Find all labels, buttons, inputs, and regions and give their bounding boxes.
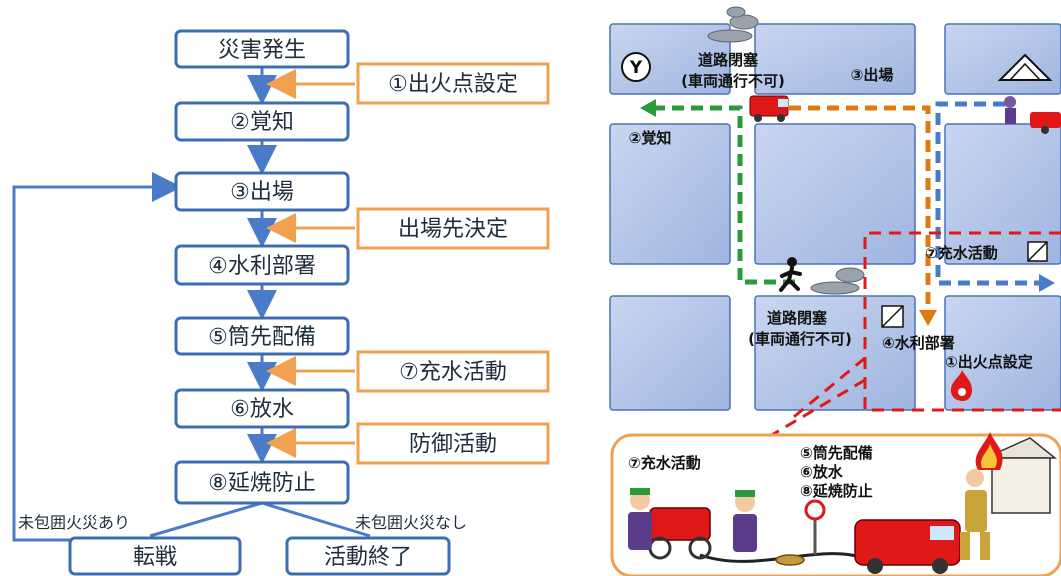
branch-label-right: 未包囲火災なし (355, 513, 467, 532)
side-box (356, 422, 550, 465)
step-box (174, 388, 350, 429)
side-label-water-fill: ⑦充水活動 (399, 360, 507, 385)
hydrant-symbol-text: Y (629, 58, 643, 78)
panel-line-prevent-spread: ⑧延焼防止 (800, 482, 873, 500)
flowchart: 災害発生 ②覚知 ③出場 ④水利部署 ⑤筒先配備 ⑥放水 ⑧延焼防止 転戦 活動… (12, 29, 550, 576)
flame-icon (950, 370, 972, 401)
firefighter-icon (1004, 96, 1061, 134)
step-3-label: ③出場 (230, 180, 294, 205)
map-label-fire-origin: ①出火点設定 (945, 353, 1033, 371)
side-box (356, 207, 550, 250)
side-label-origin: ①出火点設定 (388, 72, 518, 97)
route-green (650, 105, 795, 285)
map-label-water-source: ④水利部署 (882, 334, 955, 352)
loop-back-arrow (12, 172, 182, 542)
city-block (754, 123, 916, 265)
road-closed-mid-line1: 道路閉塞 (767, 309, 828, 327)
detail-panel: ⑦充水活動 ⑤筒先配備 ⑥放水 ⑧延焼防止 (610, 432, 1061, 576)
route-orange-arrowhead (919, 310, 937, 326)
water-source-symbol-icon (881, 305, 904, 328)
branch-left-line (149, 501, 263, 538)
branch-label-left: 未包囲火災あり (18, 513, 130, 532)
panel-line-nozzle: ⑤筒先配備 (800, 444, 873, 462)
route-blue (935, 101, 1040, 286)
side-box (356, 62, 550, 105)
end-finish-label: 活動終了 (324, 545, 412, 570)
running-person-icon (779, 257, 802, 292)
route-blue-arrowhead (1039, 274, 1055, 292)
panel-label-water-fill: ⑦充水活動 (628, 454, 701, 472)
water-tank-symbol-icon (1027, 241, 1048, 262)
map: Y 道路閉塞 (車両通行不可) ③出場 ②覚知 道路閉塞 (車両通行不可) (609, 6, 1061, 438)
road-closed-mid-line2: (車両通行不可) (748, 330, 852, 348)
step-1-label: 災害発生 (218, 38, 306, 63)
end-box-finish (285, 536, 451, 576)
fire-station-icon (997, 53, 1053, 81)
city-block (944, 23, 1061, 95)
city-block (944, 123, 1061, 265)
road-closed-smoke-icon (810, 267, 865, 295)
zoom-line (769, 378, 866, 438)
step-2-label: ②覚知 (230, 110, 294, 135)
firefighter-icon (628, 488, 652, 550)
fire-zone-boundary (863, 231, 1061, 412)
side-label-defense: 防御活動 (409, 432, 497, 457)
map-label-dispatch: ③出場 (851, 66, 894, 84)
step-6-label: ⑥放水 (230, 397, 294, 422)
step-5-label: ⑤筒先配備 (208, 325, 316, 350)
road-closed-smoke-icon (707, 6, 759, 43)
burning-house-icon (975, 432, 1058, 514)
step-box (174, 101, 350, 142)
step-4-label: ④水利部署 (208, 254, 316, 279)
side-box (356, 350, 550, 393)
city-block (609, 123, 731, 265)
step-box (174, 316, 350, 356)
end-transfer-label: 転戦 (133, 545, 177, 570)
step-box (174, 171, 350, 212)
nozzle-firefighter-icon (960, 469, 990, 560)
zoom-line (789, 356, 866, 422)
map-label-water-fill: ⑦充水活動 (925, 244, 998, 262)
route-orange (770, 105, 931, 310)
step-box (174, 460, 350, 505)
branch-right-line (261, 501, 371, 538)
manhole-icon (775, 554, 805, 566)
step-box (174, 244, 350, 286)
step-box (174, 29, 350, 69)
panel-line-discharge: ⑥放水 (800, 463, 844, 481)
road-closed-top-line2: (車両通行不可) (681, 72, 785, 90)
route-green-arrowhead (640, 99, 656, 117)
end-box-transfer (68, 536, 242, 576)
city-block (754, 23, 916, 95)
hydrant-symbol-icon: Y (621, 52, 651, 82)
firefighter-icon (733, 490, 757, 552)
sign-post-icon (804, 499, 826, 555)
road-closed-top-line1: 道路閉塞 (698, 51, 759, 69)
side-label-destination: 出場先決定 (398, 217, 508, 242)
step-7-label: ⑧延焼防止 (208, 471, 316, 496)
city-block (754, 295, 916, 411)
map-label-notice: ②覚知 (629, 129, 672, 147)
fire-engine-icon (749, 95, 789, 122)
city-block (609, 295, 731, 411)
